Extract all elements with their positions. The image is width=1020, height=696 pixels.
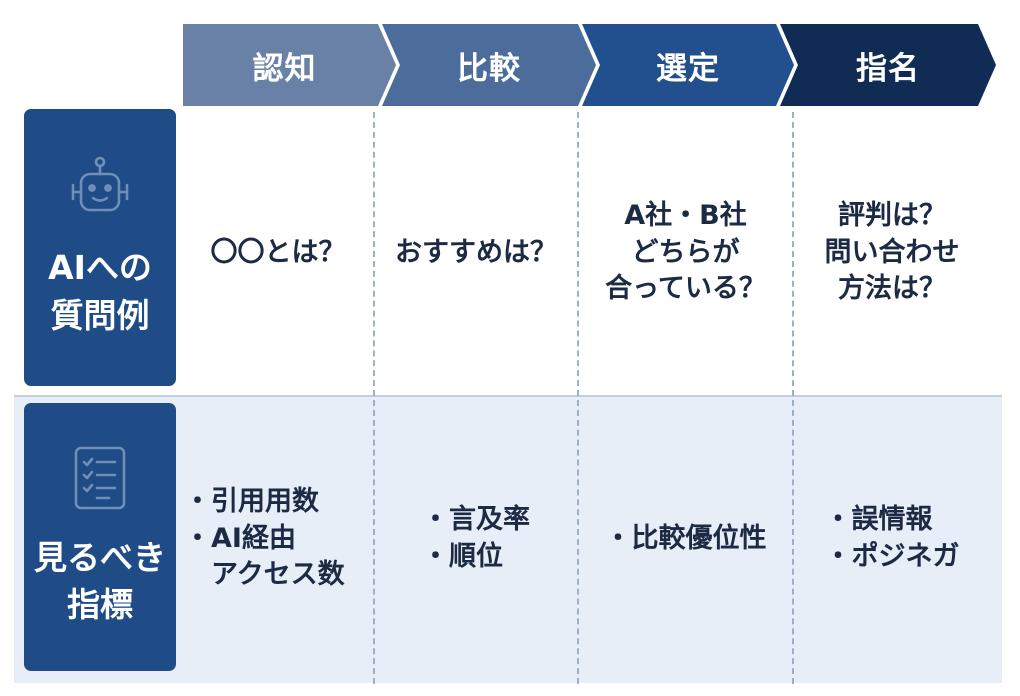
metric-cell-nomination: ・誤情報 ・ポジネガ (794, 397, 990, 681)
metric-cell-comparison: ・言及率 ・順位 (375, 397, 577, 681)
stage-header: 認知 比較 選定 指名 (0, 0, 1020, 110)
metrics-row (14, 395, 1002, 683)
questions-row (14, 112, 1002, 394)
question-cell-nomination: 評判は？ 問い合わせ 方法は？ (794, 112, 990, 394)
stage-arrow-3 (582, 24, 794, 106)
stage-label-nomination: 指名 (856, 50, 920, 87)
stage-arrows (183, 24, 996, 106)
column-divider (577, 112, 579, 684)
stage-label-comparison: 比較 (457, 50, 521, 87)
questions-row-label: AIへの 質問例 (24, 109, 176, 386)
checklist-icon (72, 445, 128, 524)
metric-item-continued: アクセス数 (211, 559, 345, 591)
stage-label-awareness: 認知 (252, 50, 317, 87)
stage-label-selection: 選定 (656, 50, 720, 87)
metric-cell-awareness: ・引用用数 ・AI経由 アクセス数 (184, 397, 372, 681)
metric-item: ・AI経由 (184, 522, 296, 554)
metric-item: ・誤情報 (824, 504, 933, 536)
question-text: 評判は？ (838, 199, 946, 231)
question-text: どちらが (631, 236, 740, 268)
question-cell-selection: A社・B社 どちらが 合っている？ (579, 112, 792, 394)
metric-item: ・引用用数 (184, 485, 319, 517)
metric-item: ・言及率 (422, 504, 530, 536)
stage-arrow-4 (780, 24, 996, 106)
metric-item: ・ポジネガ (824, 541, 960, 572)
question-cell-comparison: おすすめは？ (375, 112, 577, 394)
metric-item: ・順位 (422, 541, 503, 572)
metrics-label-line-1: 見るべき (34, 537, 166, 577)
question-text: A社・B社 (624, 199, 747, 231)
column-divider (373, 112, 375, 684)
questions-label-line-1: AIへの (48, 248, 152, 288)
question-text: 問い合わせ (824, 236, 960, 268)
metrics-row-label: 見るべき 指標 (24, 403, 176, 671)
question-text: 方法は？ (838, 273, 946, 305)
robot-icon (69, 155, 131, 234)
question-text: 合っている？ (605, 273, 766, 305)
question-text: おすすめは？ (395, 236, 557, 268)
question-text: 〇〇とは？ (210, 236, 346, 268)
column-divider (792, 112, 794, 684)
question-cell-awareness: 〇〇とは？ (183, 112, 373, 394)
stage-arrow-1 (183, 24, 396, 106)
stage-arrow-2 (382, 24, 596, 106)
metric-item: ・比較優位性 (604, 522, 767, 554)
metric-cell-selection: ・比較優位性 (579, 397, 792, 681)
metrics-label-line-2: 指標 (67, 585, 133, 625)
questions-label-line-2: 質問例 (50, 295, 150, 335)
